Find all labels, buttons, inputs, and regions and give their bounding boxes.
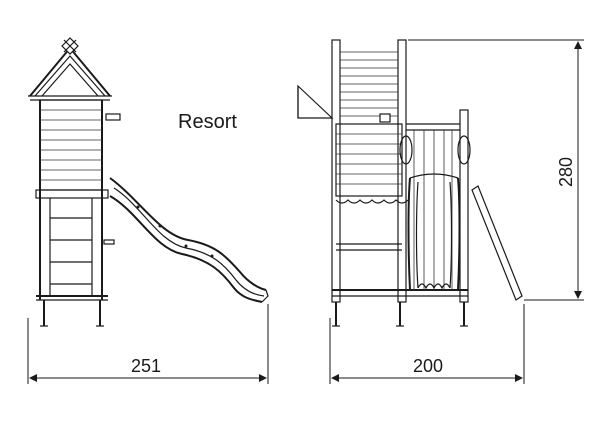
dimension-front-width: 200: [329, 304, 525, 384]
side-cabin: [35, 99, 121, 300]
side-base: [36, 295, 108, 327]
side-width-value: 251: [131, 356, 161, 376]
dimension-height: 280: [408, 39, 584, 301]
dimension-side-width: 251: [27, 304, 269, 384]
front-legs: [332, 302, 468, 327]
front-view: [297, 39, 523, 327]
front-upper-tower: [331, 39, 407, 303]
side-slide: [109, 177, 269, 303]
front-ramp: [471, 185, 523, 301]
front-width-value: 200: [413, 356, 443, 376]
side-roof: [28, 37, 112, 101]
model-name-label: Resort: [178, 111, 237, 133]
side-view: [28, 37, 269, 327]
height-value: 280: [556, 157, 576, 187]
front-flag: [297, 84, 334, 119]
front-slide: [407, 173, 461, 291]
front-cabin: [332, 123, 468, 297]
side-ladder: [49, 198, 115, 296]
